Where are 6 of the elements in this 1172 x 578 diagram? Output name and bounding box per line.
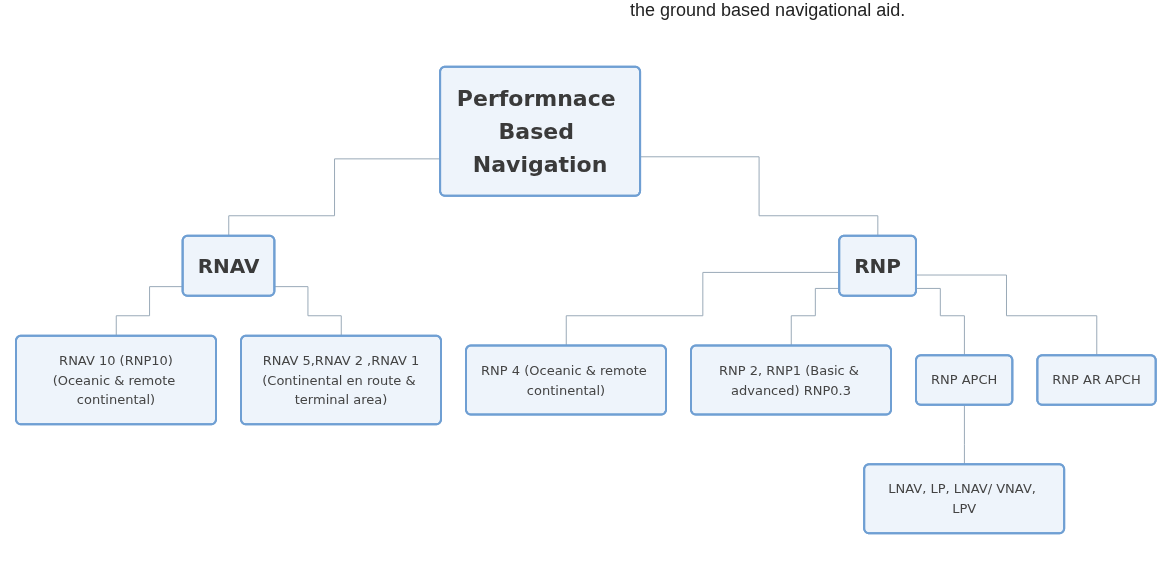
connector xyxy=(916,274,1098,357)
connector xyxy=(640,156,879,237)
connector xyxy=(964,404,966,466)
connector xyxy=(916,287,966,357)
note-text: the ground based navigational aid. xyxy=(630,0,906,21)
connector xyxy=(274,286,343,337)
